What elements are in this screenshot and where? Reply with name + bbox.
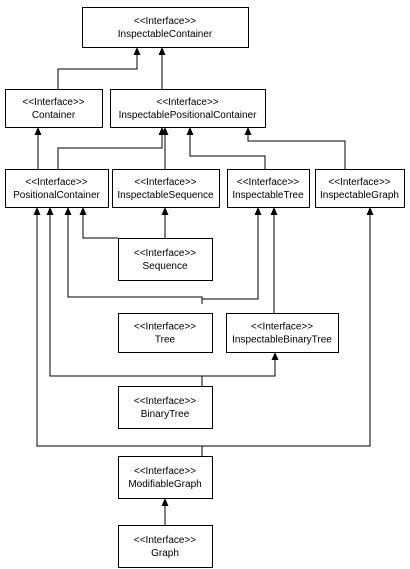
interface-box [227,169,310,208]
interface-stereotype: <<Interface>> [134,396,196,407]
interface-stereotype: <<Interface>> [134,322,196,333]
interface-stereotype: <<Interface>> [134,535,196,546]
edge-sequence-to-positional-container [79,207,118,239]
interface-stereotype: <<Interface>> [25,177,87,188]
inheritance-connector [82,214,118,239]
edge-inspectable-sequence-to-inspectable-positional-container [161,127,169,169]
interface-name: InspectableTree [232,190,304,201]
inheritance-connector [57,54,138,89]
node-inspectable-sequence: <<Interface>> InspectableSequence [112,169,220,208]
inheritance-connector [201,214,371,456]
inheritance-connector [189,134,266,169]
interface-name: Container [32,110,76,121]
interface-stereotype: <<Interface>> [22,97,84,108]
node-inspectable-container: <<Interface>> InspectableContainer [82,7,249,48]
arrowhead-icon [79,207,87,215]
edge-inspectable-binary-tree-to-inspectable-tree [270,207,278,313]
interface-box [112,169,220,208]
interface-box [118,238,213,281]
interface-box [5,89,103,128]
arrowhead-icon [186,127,194,135]
interface-stereotype: <<Interface>> [156,97,218,108]
interface-stereotype: <<Interface>> [237,177,299,188]
edge-container-to-inspectable-container [57,47,141,89]
arrowhead-icon [161,498,169,506]
interface-name: ModifiableGraph [128,479,201,490]
interface-box [118,525,213,568]
arrowhead-icon [254,207,262,215]
interface-name: InspectableBinaryTree [232,335,332,346]
interface-name: Tree [155,335,176,346]
interface-name: Graph [151,548,179,559]
interface-box [315,169,405,208]
node-tree: <<Interface>> Tree [118,313,213,353]
node-graph: <<Interface>> Graph [118,525,213,568]
nodes-layer: <<Interface>>InspectableContainer<<Inter… [5,7,405,568]
interface-name: InspectablePositionalContainer [119,110,258,121]
edge-tree-to-inspectable-tree [201,207,262,304]
node-inspectable-binary-tree: <<Interface>> InspectableBinaryTree [226,313,339,353]
arrowhead-icon [46,207,54,215]
edge-inspectable-graph-to-inspectable-positional-container [244,127,346,169]
edge-binary-tree-to-inspectable-binary-tree [201,352,279,386]
interface-stereotype: <<Interface>> [328,177,390,188]
edge-positional-container-to-inspectable-positional-container [57,127,166,169]
arrowhead-icon [161,127,169,135]
interface-stereotype: <<Interface>> [134,177,196,188]
edge-positional-container-to-container [34,127,42,169]
inheritance-connector [201,214,259,304]
edge-modifiable-graph-to-inspectable-graph [201,207,374,456]
arrowhead-icon [161,207,169,215]
interface-stereotype: <<Interface>> [134,16,196,27]
node-container: <<Interface>> Container [5,89,103,128]
arrowhead-icon [271,352,279,360]
arrowhead-icon [133,47,141,55]
interface-box [226,313,339,353]
inheritance-connector [247,134,346,169]
interface-stereotype: <<Interface>> [134,466,196,477]
interface-box [118,313,213,353]
arrowhead-icon [33,207,41,215]
arrowhead-icon [244,127,252,135]
interface-name: PositionalContainer [13,190,100,201]
arrowhead-icon [64,207,72,215]
interface-name: InspectableContainer [118,29,213,40]
node-inspectable-positional-container: <<Interface>> InspectablePositionalContai… [110,89,266,128]
interface-name: InspectableSequence [117,190,214,201]
interface-box [5,169,109,208]
edges-layer [33,47,374,525]
interface-box [118,386,213,429]
interface-name: InspectableGraph [320,190,399,201]
node-sequence: <<Interface>> Sequence [118,238,213,281]
edge-sequence-to-inspectable-sequence [161,207,169,238]
interface-box [118,456,213,499]
node-binary-tree: <<Interface>> BinaryTree [118,386,213,429]
edge-inspectable-positional-container-to-inspectable-container [158,47,166,89]
inheritance-connector [57,134,163,169]
arrowhead-icon [366,207,374,215]
node-modifiable-graph: <<Interface>> ModifiableGraph [118,456,213,499]
interface-name: Sequence [142,261,187,272]
node-inspectable-graph: <<Interface>> InspectableGraph [315,169,405,208]
interface-name: BinaryTree [141,409,190,420]
inheritance-connector [201,359,276,386]
arrowhead-icon [34,127,42,135]
interface-box [110,89,266,128]
interface-box [82,7,249,48]
interface-stereotype: <<Interface>> [251,322,313,333]
arrowhead-icon [158,47,166,55]
edge-inspectable-tree-to-inspectable-positional-container [186,127,266,169]
node-inspectable-tree: <<Interface>> InspectableTree [227,169,310,208]
node-positional-container: <<Interface>> PositionalContainer [5,169,109,208]
edge-graph-to-modifiable-graph [161,498,169,525]
arrowhead-icon [270,207,278,215]
interface-stereotype: <<Interface>> [134,248,196,259]
